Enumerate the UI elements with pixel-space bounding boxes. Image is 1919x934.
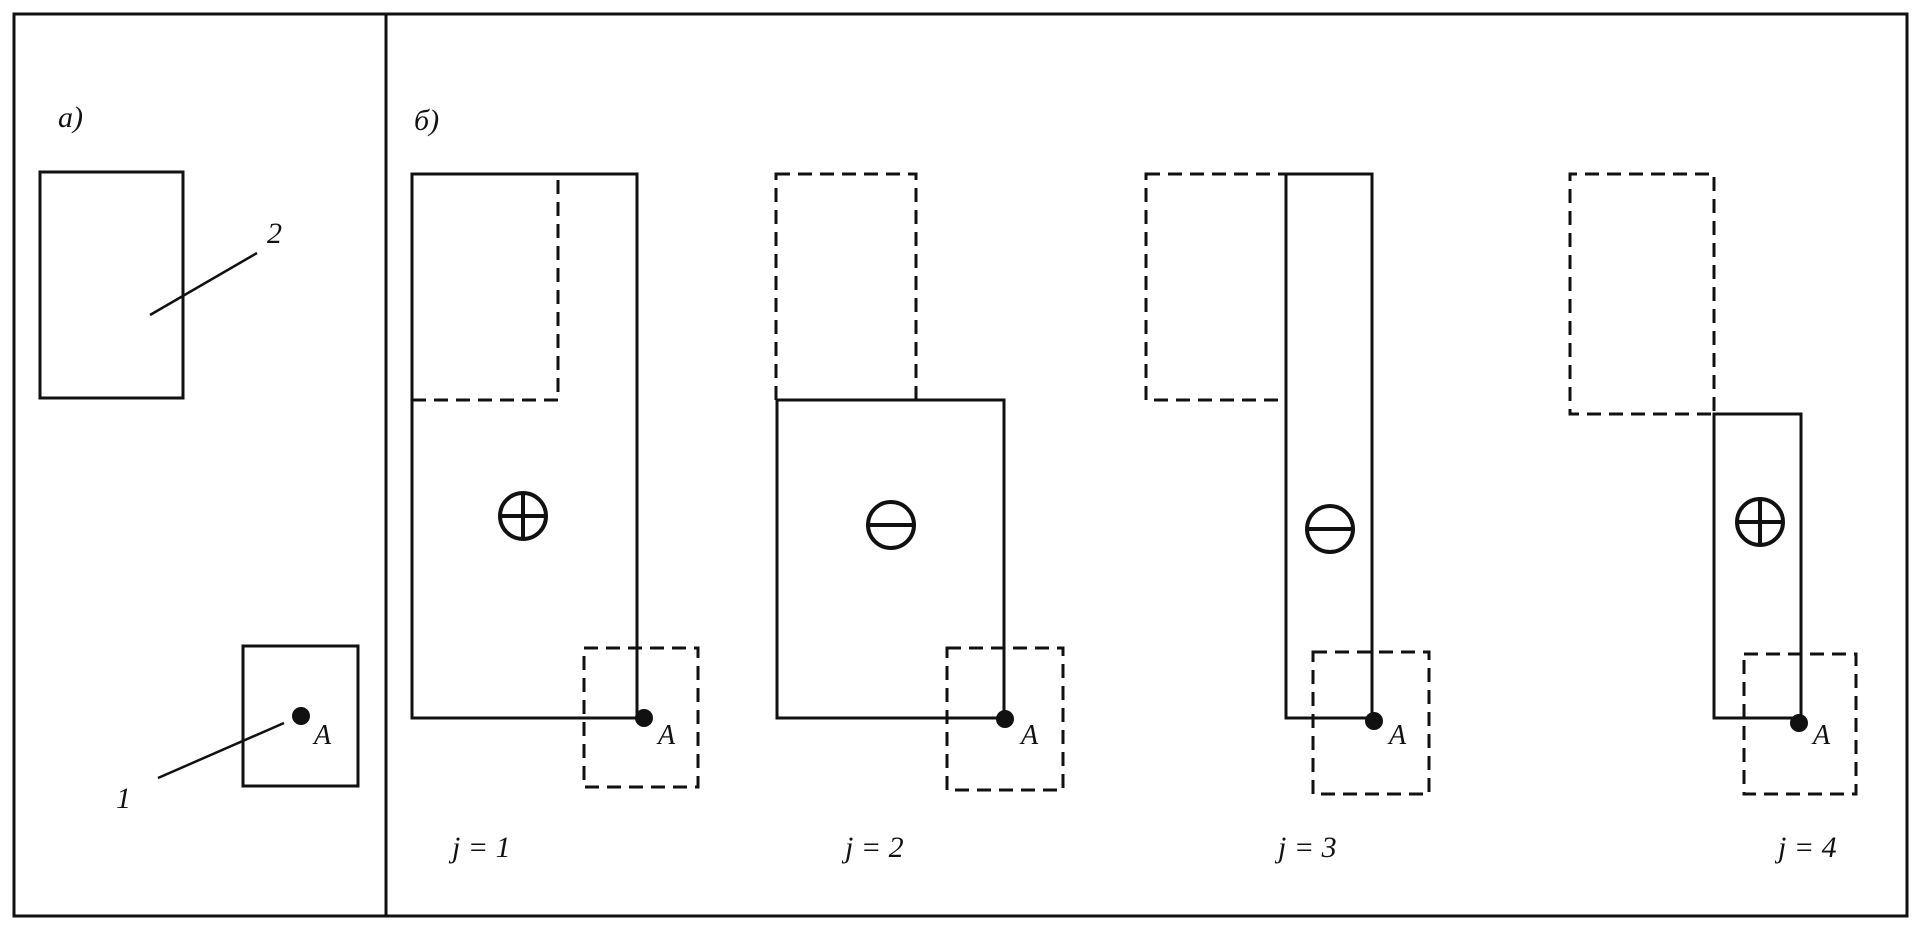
- point-a-dot: [292, 707, 310, 725]
- case-j2-minus-icon: [866, 500, 916, 550]
- case-j2-dashed-square: [945, 646, 1065, 792]
- case-j1: A j = 1: [410, 172, 700, 864]
- panel-b: б) A j = 1 A j = 2: [410, 104, 1858, 864]
- panel-a-label: а): [58, 101, 83, 134]
- case-j3-dashed-square: [1311, 650, 1431, 796]
- case-j4-plus-icon: [1735, 497, 1785, 547]
- case-j2-solid-region: [775, 398, 1006, 720]
- case-j3: A j = 3: [1144, 172, 1431, 864]
- case-j4-point-a: [1790, 714, 1808, 732]
- case-j3-dashed-left: [1144, 172, 1288, 402]
- case-j3-point-a: [1365, 712, 1383, 730]
- case-j3-point-label: A: [1387, 720, 1407, 751]
- case-j3-minus-icon: [1305, 504, 1355, 554]
- case-j2-dashed-top: [774, 172, 918, 402]
- region-1-rect: [241, 644, 360, 788]
- case-j1-point-label: A: [656, 720, 676, 751]
- case-j1-dashed-square: [582, 646, 700, 789]
- case-j3-label: j = 3: [1274, 831, 1337, 864]
- case-j1-plus-icon: [498, 491, 548, 541]
- point-a-label: A: [312, 720, 332, 751]
- outer-frame: [12, 12, 1909, 918]
- case-j1-solid-region: [410, 172, 639, 720]
- region-2-label: 2: [267, 217, 282, 250]
- case-j4: A j = 4: [1568, 172, 1858, 864]
- region-2-rect: [38, 170, 185, 400]
- panel-b-label: б): [414, 104, 439, 137]
- case-j4-label: j = 4: [1774, 831, 1837, 864]
- case-j1-dashed-top: [412, 174, 560, 402]
- region-1-label: 1: [116, 782, 131, 815]
- case-j1-label: j = 1: [448, 831, 511, 864]
- case-j2-label: j = 2: [841, 831, 904, 864]
- case-j4-point-label: A: [1811, 720, 1831, 751]
- case-j4-solid-strip: [1712, 412, 1803, 720]
- case-j4-dashed-square: [1742, 652, 1858, 796]
- case-j2-point-label: A: [1019, 720, 1039, 751]
- case-j2-point-a: [996, 710, 1014, 728]
- case-j3-solid-strip: [1284, 172, 1374, 720]
- region-2-leader: [149, 251, 258, 317]
- case-j1-point-a: [635, 709, 653, 727]
- case-j4-dashed-top: [1568, 172, 1716, 416]
- panel-a: а) 2 A 1: [38, 101, 360, 815]
- case-j2: A j = 2: [774, 172, 1065, 864]
- region-1-leader: [157, 721, 285, 780]
